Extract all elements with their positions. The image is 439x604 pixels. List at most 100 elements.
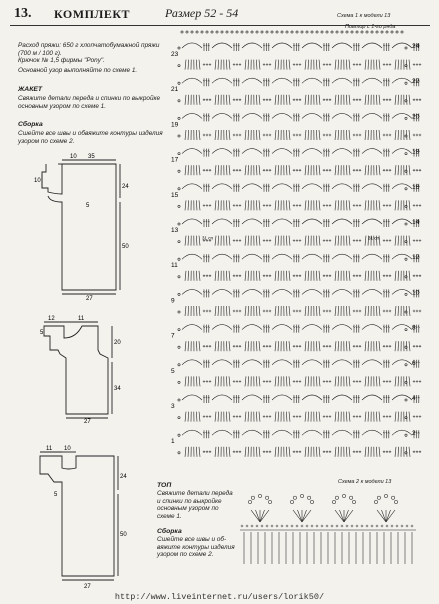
- double-crochet: [228, 446, 231, 457]
- single-crochet: [265, 63, 269, 66]
- single-crochet: [202, 133, 206, 137]
- double-crochet: [397, 235, 399, 246]
- double-crochet-bar: [202, 291, 206, 293]
- single-crochet: [412, 274, 416, 277]
- double-crochet-bar: [322, 396, 326, 399]
- chain-stitch: [350, 30, 354, 34]
- single-crochet: [298, 309, 302, 313]
- double-crochet: [244, 446, 247, 457]
- double-crochet: [226, 94, 228, 105]
- single-crochet: [352, 380, 356, 383]
- double-crochet-bar: [235, 185, 238, 188]
- double-crochet-bar: [387, 79, 390, 82]
- single-crochet: [292, 415, 296, 418]
- chain-stitch: [404, 240, 408, 244]
- double-crochet: [217, 165, 219, 176]
- chain-stitch: [177, 187, 181, 191]
- picot: [377, 495, 381, 500]
- double-crochet: [378, 341, 381, 352]
- chain-arc: [331, 113, 353, 119]
- single-crochet: [415, 98, 419, 101]
- pattern1-repeat-label: Повтор с 1-го ряда: [345, 24, 396, 30]
- double-crochet: [346, 59, 348, 70]
- double-crochet-bar: [262, 150, 266, 152]
- double-crochet: [217, 59, 219, 70]
- double-crochet: [258, 235, 261, 246]
- single-crochet: [415, 133, 419, 137]
- double-crochet-bar: [292, 79, 296, 82]
- double-crochet: [228, 129, 231, 141]
- single-crochet: [268, 239, 272, 242]
- single-crochet: [232, 380, 236, 383]
- double-crochet: [217, 376, 219, 387]
- single-crochet: [232, 63, 236, 66]
- single-crochet: [298, 204, 302, 207]
- double-crochet-bar: [415, 291, 418, 293]
- chain-arc: [361, 148, 383, 154]
- double-crochet: [337, 270, 339, 281]
- double-crochet-bar: [415, 326, 418, 328]
- single-crochet: [355, 309, 359, 313]
- double-crochet-bar: [412, 255, 416, 258]
- double-crochet: [348, 411, 351, 422]
- double-crochet: [214, 235, 217, 246]
- picot: [332, 500, 336, 504]
- double-crochet-bar: [352, 150, 356, 152]
- double-crochet: [286, 235, 288, 246]
- chain-stitch: [205, 30, 209, 34]
- double-crochet-bar: [205, 150, 208, 152]
- single-crochet: [418, 450, 422, 453]
- double-crochet: [286, 59, 288, 70]
- single-crochet: [205, 415, 209, 418]
- double-crochet-bar: [357, 79, 360, 82]
- double-crochet: [334, 411, 337, 422]
- double-crochet: [198, 270, 201, 281]
- single-crochet: [405, 524, 409, 528]
- double-crochet-bar: [387, 220, 390, 223]
- double-crochet-bar: [325, 220, 328, 223]
- single-crochet: [265, 98, 269, 101]
- single-crochet: [205, 345, 209, 348]
- double-crochet-bar: [355, 115, 358, 117]
- double-crochet: [397, 270, 399, 281]
- single-crochet: [238, 274, 242, 277]
- double-crochet: [378, 129, 381, 141]
- double-crochet: [228, 59, 231, 70]
- single-crochet: [208, 345, 212, 348]
- chain-stitch: [404, 204, 408, 208]
- single-crochet: [238, 415, 242, 418]
- double-crochet: [256, 305, 258, 317]
- double-crochet-bar: [267, 361, 270, 364]
- jacket-line: основным узором по схеме 1.: [18, 102, 106, 110]
- double-crochet: [364, 129, 367, 141]
- double-crochet-bar: [202, 326, 206, 328]
- single-crochet: [232, 169, 236, 172]
- single-crochet: [325, 450, 329, 453]
- double-crochet-bar: [385, 361, 388, 364]
- double-crochet: [214, 129, 217, 141]
- double-crochet-bar: [205, 115, 208, 117]
- assembly-line: Сшейте все швы и обвяжите контуры издели…: [18, 130, 163, 137]
- single-crochet: [388, 169, 392, 172]
- chain-arc: [361, 289, 383, 295]
- chain-stitch: [300, 30, 304, 34]
- double-crochet: [318, 59, 321, 70]
- double-crochet-bar: [417, 79, 420, 82]
- double-crochet-bar: [232, 326, 236, 328]
- double-crochet-bar: [295, 326, 298, 328]
- chain-stitch: [177, 451, 181, 455]
- double-crochet-bar: [357, 291, 360, 293]
- double-crochet: [198, 341, 201, 352]
- chain-stitch: [404, 46, 408, 50]
- double-crochet: [408, 411, 411, 422]
- double-crochet-bar: [322, 361, 326, 364]
- double-crochet-bar: [232, 220, 236, 223]
- double-crochet-bar: [267, 185, 270, 188]
- double-crochet: [288, 129, 291, 141]
- single-crochet: [262, 204, 266, 207]
- row-number-left: 15: [171, 192, 179, 199]
- chain-stitch: [177, 81, 181, 85]
- double-crochet: [247, 305, 249, 317]
- double-crochet-bar: [322, 185, 326, 188]
- double-crochet: [337, 411, 339, 422]
